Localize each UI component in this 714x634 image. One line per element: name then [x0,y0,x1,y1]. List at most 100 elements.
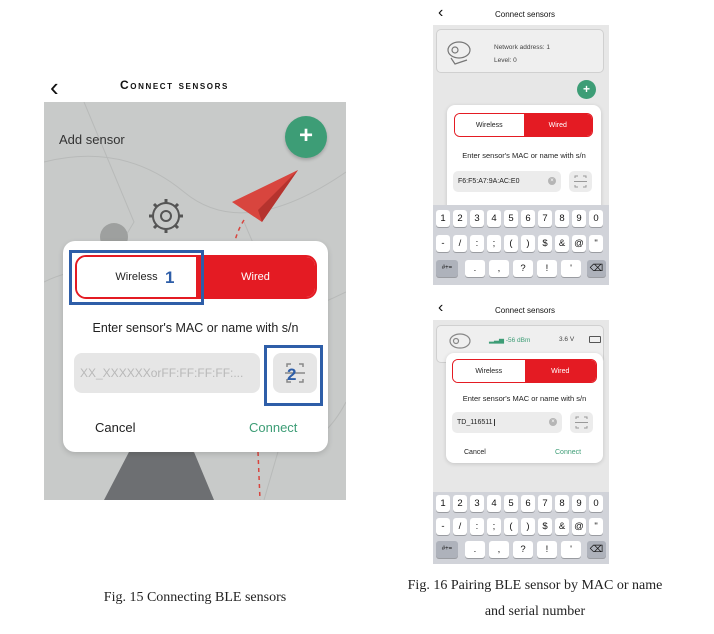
fig16a-tab-wireless[interactable]: Wireless [455,114,524,136]
fig16b-input-value: TD_116511 [457,419,493,426]
key[interactable]: 2 [453,495,467,512]
fig15-sensor-id-input[interactable]: XX_XXXXXXorFF:FF:FF:FF:... [74,353,260,393]
fig16a-network-card[interactable]: Network address: 1 Level: 0 [436,29,604,73]
key[interactable]: 1 [436,495,450,512]
key[interactable]: ( [504,518,518,535]
key[interactable]: : [470,235,484,252]
fig15-add-button[interactable]: + [285,116,327,158]
fig15-connect-button[interactable]: Connect [249,420,298,435]
key[interactable]: ? [513,260,533,277]
fig16a-connect-dialog: Wireless Wired Enter sensor's MAC or nam… [447,105,601,205]
key[interactable]: . [465,260,485,277]
sensor-device-icon [449,333,471,349]
key[interactable]: ) [521,518,535,535]
key[interactable]: 3 [470,495,484,512]
key[interactable]: 8 [555,495,569,512]
fig16b-keyboard: 1 2 3 4 5 6 7 8 9 0 - / : ; ( ) $ & @ " … [433,492,609,564]
key[interactable]: 1 [436,210,450,227]
fig16b-page-title: Connect sensors [495,306,556,315]
fig15-header [44,70,346,102]
fig15-page-title: Connect sensors [120,78,229,92]
highlight-box-2 [264,345,323,406]
key[interactable]: 6 [521,495,535,512]
key[interactable]: 4 [487,210,501,227]
fig16b-header [433,300,609,320]
key[interactable]: 3 [470,210,484,227]
key[interactable]: 8 [555,210,569,227]
key[interactable]: ! [537,541,557,558]
key[interactable]: / [453,518,467,535]
key[interactable]: 2 [453,210,467,227]
fig16a-scan-button[interactable] [569,171,592,192]
fig16a-add-button[interactable]: + [577,80,596,99]
key[interactable]: " [589,518,603,535]
clear-icon[interactable]: × [548,177,556,185]
key[interactable]: 0 [589,210,603,227]
fig16b-sensor-id-input[interactable]: TD_116511 × [452,412,562,433]
signal-icon: ▂▃▅ [489,337,506,344]
fig15-cancel-button[interactable]: Cancel [95,420,136,435]
backspace-icon[interactable]: ⌫ [587,260,606,277]
fig16a-tab-wired[interactable]: Wired [523,114,592,136]
fig15-tab-wireless[interactable]: Wireless [77,257,196,297]
fig16b-back-icon[interactable]: ‹ [438,299,444,316]
key[interactable]: $ [538,235,552,252]
marker-1: 1 [165,268,175,287]
key[interactable]: - [436,235,450,252]
scan-icon [285,363,305,383]
fig16b-cancel-button[interactable]: Cancel [464,449,486,456]
key[interactable]: " [589,235,603,252]
key[interactable]: 9 [572,210,586,227]
key[interactable]: . [465,541,485,558]
fig16b-tab-wireless[interactable]: Wireless [453,360,525,382]
fig16b-tab-wired[interactable]: Wired [524,360,596,382]
key[interactable]: ; [487,235,501,252]
key[interactable]: $ [538,518,552,535]
key[interactable]: 4 [487,495,501,512]
fig16b-connect-button[interactable]: Connect [555,449,582,456]
key[interactable]: 0 [589,495,603,512]
key[interactable]: ) [521,235,535,252]
fig16a-back-icon[interactable]: ‹ [438,4,444,21]
key[interactable]: ( [504,235,518,252]
key[interactable]: ! [537,260,557,277]
fig16a-sensor-id-input[interactable]: F6:F5:A7:9A:AC:E0 × [453,171,561,192]
key[interactable]: 9 [572,495,586,512]
key[interactable]: @ [572,518,586,535]
key[interactable]: , [489,541,509,558]
fig15-add-sensor-label: Add sensor [59,132,125,147]
key[interactable]: ' [561,541,581,558]
key[interactable]: @ [572,235,586,252]
fig16a-connection-type-toggle: Wireless Wired [454,113,593,137]
key-symbols[interactable]: #+= [436,541,458,558]
fig15-scan-button[interactable] [273,353,317,393]
fig15-back-icon[interactable]: ‹ [50,72,59,102]
key[interactable]: ' [561,260,581,277]
fig15-caption: Fig. 15 Connecting BLE sensors [103,590,287,605]
key[interactable]: / [453,235,467,252]
fig15-connection-type-toggle: Wireless Wired [75,255,317,299]
key[interactable]: : [470,518,484,535]
key[interactable]: , [489,260,509,277]
key[interactable]: 5 [504,210,518,227]
fig16b-prompt: Enter sensor's MAC or name with s/n [462,394,587,403]
fig16b-scan-button[interactable] [570,412,593,433]
fig16b-connection-type-toggle: Wireless Wired [452,359,597,383]
scan-icon [575,416,588,429]
key[interactable]: & [555,518,569,535]
key[interactable]: 7 [538,495,552,512]
key-symbols[interactable]: #+= [436,260,458,277]
backspace-icon[interactable]: ⌫ [587,541,606,558]
key[interactable]: 7 [538,210,552,227]
key[interactable]: ; [487,518,501,535]
key[interactable]: 6 [521,210,535,227]
key[interactable]: & [555,235,569,252]
clear-icon[interactable]: × [549,418,557,426]
key[interactable]: 5 [504,495,518,512]
fig15-tab-wired[interactable]: Wired [196,257,315,297]
fig16b-screen: ▂▃▅ -56 dBm 3.6 V Wireless Wired Enter s… [433,320,609,492]
key[interactable]: ? [513,541,533,558]
fig16a-network-address: Network address: 1 [494,44,550,51]
key[interactable]: - [436,518,450,535]
gear-icon [149,199,183,233]
